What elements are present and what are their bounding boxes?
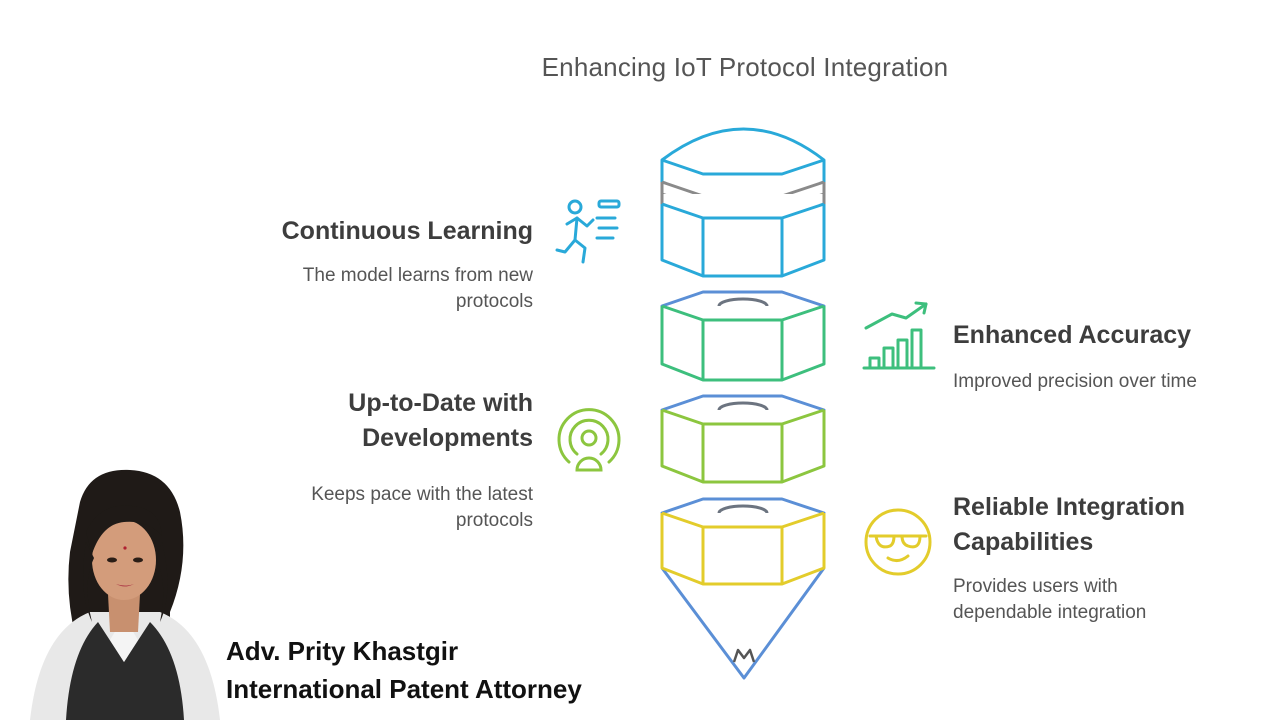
- stacked-tower-diagram: [660, 127, 826, 680]
- presenter-photo: [30, 469, 220, 720]
- presenter-caption: Adv. Prity Khastgir International Patent…: [226, 632, 582, 708]
- continuous-learning-description: The model learns from new protocols: [302, 265, 533, 312]
- up-to-date-description: Keeps pace with the latest protocols: [311, 484, 533, 531]
- reliable-integration-block: Reliable Integration Capabilities Provid…: [953, 490, 1273, 626]
- continuous-learning-heading: Continuous Learning: [281, 217, 533, 245]
- enhanced-accuracy-description: Improved precision over time: [953, 371, 1197, 392]
- tower-segment-top: [660, 127, 826, 278]
- up-to-date-block: Up-to-Date with Developments Keeps pace …: [213, 386, 533, 534]
- tower-segment-green: [660, 290, 826, 382]
- continuous-learning-block: Continuous Learning The model learns fro…: [213, 214, 533, 315]
- sunglasses-face-icon: [864, 508, 932, 576]
- up-to-date-heading: Up-to-Date with Developments: [348, 389, 533, 452]
- pencil-tip: [660, 567, 826, 680]
- tower-segment-yellow: [660, 497, 826, 586]
- reliable-integration-description: Provides users with dependable integrati…: [953, 576, 1147, 623]
- tower-segment-lime: [660, 394, 826, 484]
- enhanced-accuracy-heading: Enhanced Accuracy: [953, 321, 1192, 349]
- diagram-title: Enhancing IoT Protocol Integration: [541, 52, 949, 82]
- growth-chart-icon: [862, 301, 936, 370]
- running-person-icon: [555, 199, 621, 264]
- presenter-role: International Patent Attorney: [226, 674, 582, 704]
- broadcast-person-icon: [557, 408, 621, 472]
- reliable-integration-heading: Reliable Integration Capabilities: [953, 493, 1185, 556]
- enhanced-accuracy-block: Enhanced Accuracy Improved precision ove…: [953, 318, 1273, 395]
- presenter-name: Adv. Prity Khastgir: [226, 636, 459, 666]
